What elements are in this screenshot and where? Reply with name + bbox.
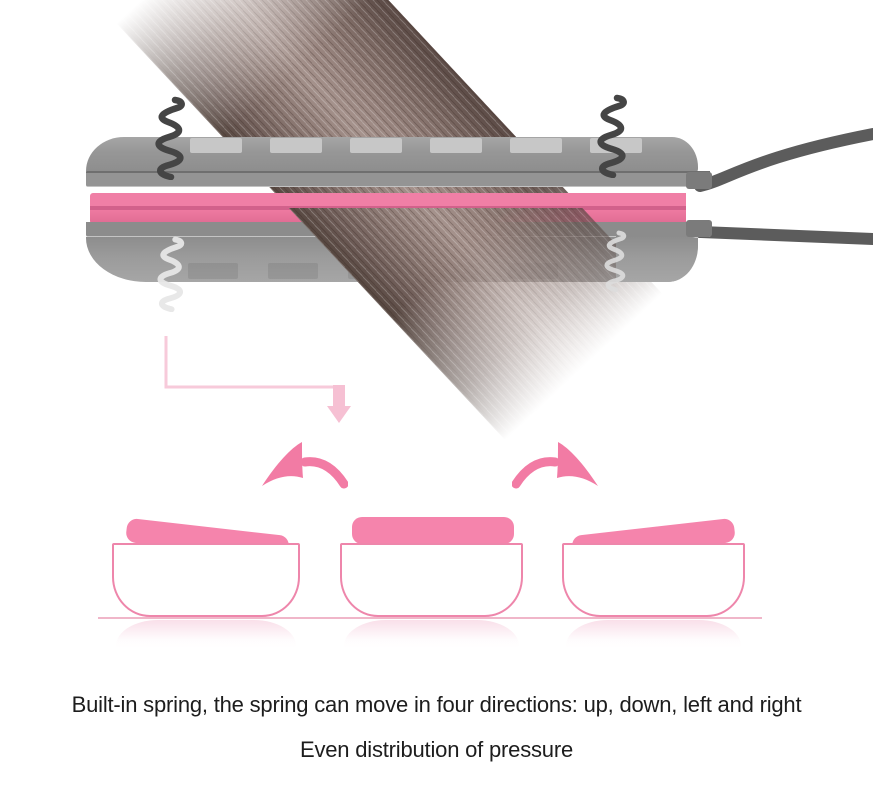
vent-slot xyxy=(268,263,318,279)
upper-heating-plate xyxy=(90,193,686,208)
caption-line-2: Even distribution of pressure xyxy=(299,737,573,762)
lower-body-cap-end xyxy=(616,237,698,282)
lower-cable xyxy=(694,226,873,245)
reflection xyxy=(344,620,519,648)
vent-slot xyxy=(190,138,242,153)
plate-base-right xyxy=(562,543,745,617)
upper-cable-connector xyxy=(686,172,712,189)
vent-slot xyxy=(510,138,562,153)
vent-slot xyxy=(270,138,322,153)
plate-base-middle xyxy=(340,543,523,617)
reflection xyxy=(566,620,741,648)
lower-cable-connector xyxy=(686,220,712,237)
reflection xyxy=(116,620,296,648)
spring-icon xyxy=(155,96,185,180)
rotate-right-arrow-icon xyxy=(512,442,598,489)
vent-slot xyxy=(188,263,238,279)
down-arrow-icon xyxy=(327,406,351,423)
plate-level xyxy=(352,517,514,544)
ground-line xyxy=(98,617,762,619)
vent-slot xyxy=(350,138,402,153)
lower-body-cap xyxy=(616,222,698,282)
rotate-left-arrow-icon xyxy=(262,442,348,489)
upper-plate-holder xyxy=(86,171,710,187)
upper-body xyxy=(86,137,698,173)
pointer-line xyxy=(164,336,351,423)
spring-icon xyxy=(597,94,627,178)
ghost-spring-icon xyxy=(604,230,627,292)
vent-slot xyxy=(430,138,482,153)
caption-line-1: Built-in spring, the spring can move in … xyxy=(71,692,802,717)
down-arrow-shaft xyxy=(333,385,345,407)
upper-cable xyxy=(694,128,873,192)
ghost-spring-icon xyxy=(157,236,185,312)
plate-base-left xyxy=(112,543,300,617)
